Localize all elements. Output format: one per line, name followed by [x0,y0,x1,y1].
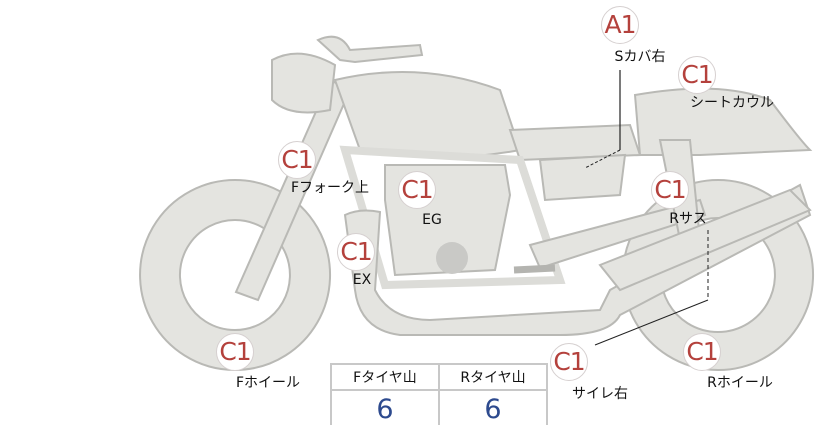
muffler [598,188,812,292]
part-label: EX [352,272,372,288]
rear-tire-header: Rタイヤ山 [438,363,548,391]
part-label: EG [422,212,442,228]
part-label: Rホイール [707,375,773,391]
engine-cover [436,242,468,274]
handlebar [316,35,424,64]
grade-marker: A1 [601,6,639,44]
grade-marker: C1 [678,56,716,94]
rear-tire-value: 6 [438,389,548,425]
swingarm [528,198,707,270]
grade-marker: C1 [278,141,316,179]
tank [333,71,522,159]
grade-marker: C1 [651,171,689,209]
grade-marker: C1 [337,233,375,271]
part-label: Fフォーク上 [290,180,370,196]
grade-marker: C1 [398,171,436,209]
grade-marker: C1 [683,333,721,371]
front-tire-value: 6 [330,389,440,425]
side-cover [538,153,627,202]
part-label: シートカウル [690,95,774,111]
front-tire-header: Fタイヤ山 [330,363,440,391]
part-label: Sカバ右 [614,49,666,65]
grade-marker: C1 [550,343,588,381]
part-label: サイレ右 [572,386,628,402]
part-label: Rサス [669,211,707,227]
frame [339,145,566,290]
grade-marker: C1 [216,333,254,371]
part-label: Fホイール [235,375,301,391]
exhaust [343,183,812,336]
headlight [271,52,337,114]
